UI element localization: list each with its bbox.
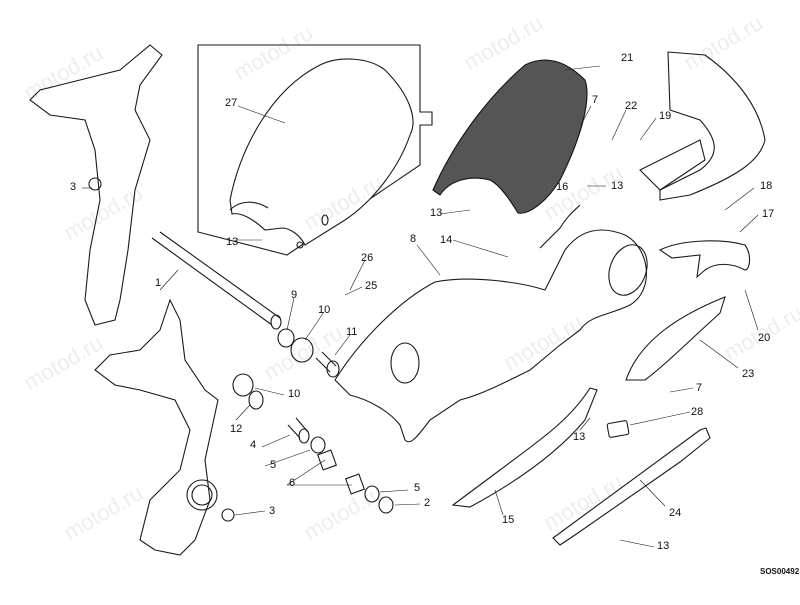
part-21-carbon-mudguard [432,59,588,214]
callout-1: 1 [155,277,162,289]
part-6-bearing [316,449,338,471]
callout-3: 3 [269,505,276,517]
part-24-chain-slider [552,427,711,546]
callout-4: 4 [250,439,257,451]
callout-5: 5 [270,459,277,471]
part-28-label [606,420,630,438]
callout-17: 17 [762,208,775,220]
callout-15: 15 [502,514,515,526]
callout-13: 13 [430,207,443,219]
callout-13: 13 [657,540,670,552]
callout-8: 8 [410,233,417,245]
callout-27: 27 [225,97,238,109]
part-3-bolt-upper [88,177,102,191]
callout-12: 12 [230,423,243,435]
callout-13: 13 [573,431,586,443]
callout-22: 22 [625,100,638,112]
part-27-mudguard [229,58,414,246]
frame-plate-upper [29,44,163,326]
callout-14: 14 [440,234,453,246]
part-2-washer [378,496,394,514]
callout-18: 18 [760,180,773,192]
callout-10: 10 [318,304,331,316]
callout-13: 13 [226,236,239,248]
part-17-chain-guard [658,240,751,279]
callout-5: 5 [414,482,421,494]
callout-7: 7 [696,382,703,394]
part-10-bearing-b [232,373,254,397]
part-3-bolt-lower [221,508,235,522]
part-5-seal-b [364,485,380,503]
callout-6: 6 [289,477,296,489]
part-11-spacer [315,351,337,373]
frame-plate-lower [94,298,219,556]
part-8-swingarm [334,229,647,443]
part-1-pivot-shaft [151,231,281,326]
callout-20: 20 [758,332,771,344]
callout-13: 13 [611,180,624,192]
part-9-seal [277,328,295,348]
inset-frame [197,44,433,256]
part-6-bearing-b [344,473,366,495]
part-16-hose-clip [539,204,581,249]
part-10-bearing [290,337,314,363]
callout-10: 10 [288,388,301,400]
part-15-bracket [451,387,598,508]
callout-11: 11 [346,326,358,338]
callout-26: 26 [361,252,374,264]
callout-25: 25 [365,280,378,292]
part-12-seal-ring [248,390,264,410]
part-23-chain-guide [625,296,726,381]
callout-16: 16 [556,181,569,193]
callout-23: 23 [742,368,755,380]
callout-2: 2 [424,497,431,509]
callout-28: 28 [691,406,704,418]
callout-9: 9 [291,289,298,301]
drawing-code: SOS00492 [760,567,800,576]
part-19-cover [659,51,766,201]
callout-3: 3 [70,181,77,193]
callout-19: 19 [659,110,672,122]
callout-7: 7 [592,94,599,106]
part-4-bushing [287,417,309,439]
callout-24: 24 [669,507,682,519]
callout-21: 21 [621,52,634,64]
part-5-seal [310,436,326,454]
